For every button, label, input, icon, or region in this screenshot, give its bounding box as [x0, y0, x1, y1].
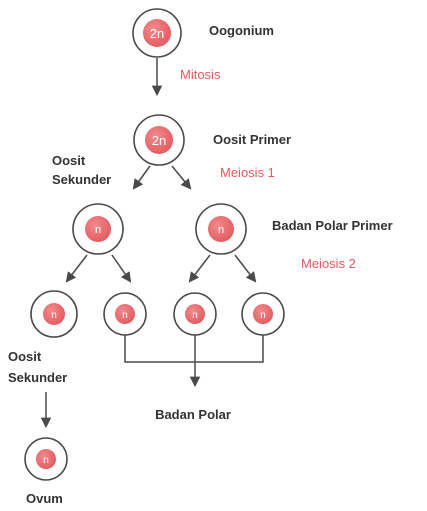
nucleus-icon: [145, 126, 173, 154]
ploidy-label: 2n: [152, 133, 166, 148]
nucleus-icon: [115, 304, 135, 324]
secondary-oocyte-2-cell: n: [30, 290, 78, 338]
oogonium-label: Oogonium: [209, 23, 274, 38]
nucleus-icon: [36, 449, 56, 469]
oogonium-cell: 2n: [132, 8, 182, 58]
secondary-oocyte-label-line2: Sekunder: [52, 172, 111, 187]
nucleus-icon: [185, 304, 205, 324]
primary-oocyte-cell: 2n: [133, 114, 185, 166]
ploidy-label: n: [260, 310, 266, 321]
ovum-cell: n: [24, 437, 68, 481]
polar-body-c-cell: n: [241, 292, 285, 336]
ovum-label: Ovum: [26, 491, 63, 506]
nucleus-icon: [43, 303, 65, 325]
arrow-to-polar-body-c: [234, 254, 257, 283]
ploidy-label: n: [51, 310, 57, 321]
arrow-to-secondary-oocyte: [132, 165, 151, 190]
polar-body-a-cell: n: [103, 292, 147, 336]
primary-polar-body-label: Badan Polar Primer: [272, 218, 393, 233]
ploidy-label: n: [218, 224, 224, 236]
meiosis1-label: Meiosis 1: [220, 165, 275, 180]
arrow-to-polar-body-b: [188, 254, 211, 283]
polar-body-b-cell: n: [173, 292, 217, 336]
meiosis2-label: Meiosis 2: [301, 256, 356, 271]
primary-oocyte-label: Oosit Primer: [213, 132, 291, 147]
secondary-oocyte-cell: n: [72, 203, 124, 255]
secondary-oocyte-label-line1: Oosit: [52, 153, 86, 168]
nucleus-icon: [143, 19, 171, 47]
ploidy-label: 2n: [150, 26, 164, 41]
arrow-to-polar-body-primary: [171, 165, 192, 190]
primary-polar-body-cell: n: [195, 203, 247, 255]
nucleus-icon: [208, 216, 234, 242]
arrow-to-polar-body-a: [111, 254, 132, 283]
nucleus-icon: [85, 216, 111, 242]
arrow-to-secondary-oocyte-2: [65, 254, 88, 283]
nucleus-icon: [253, 304, 273, 324]
secondary-oocyte-2-label-line1: Oosit: [8, 349, 42, 364]
ploidy-label: n: [192, 310, 198, 321]
polar-bodies-label: Badan Polar: [155, 407, 231, 422]
ploidy-label: n: [43, 455, 49, 466]
polar-body-bracket: [124, 335, 264, 363]
secondary-oocyte-2-label-line2: Sekunder: [8, 370, 67, 385]
ploidy-label: n: [95, 224, 101, 236]
ploidy-label: n: [122, 310, 128, 321]
mitosis-label: Mitosis: [180, 67, 221, 82]
